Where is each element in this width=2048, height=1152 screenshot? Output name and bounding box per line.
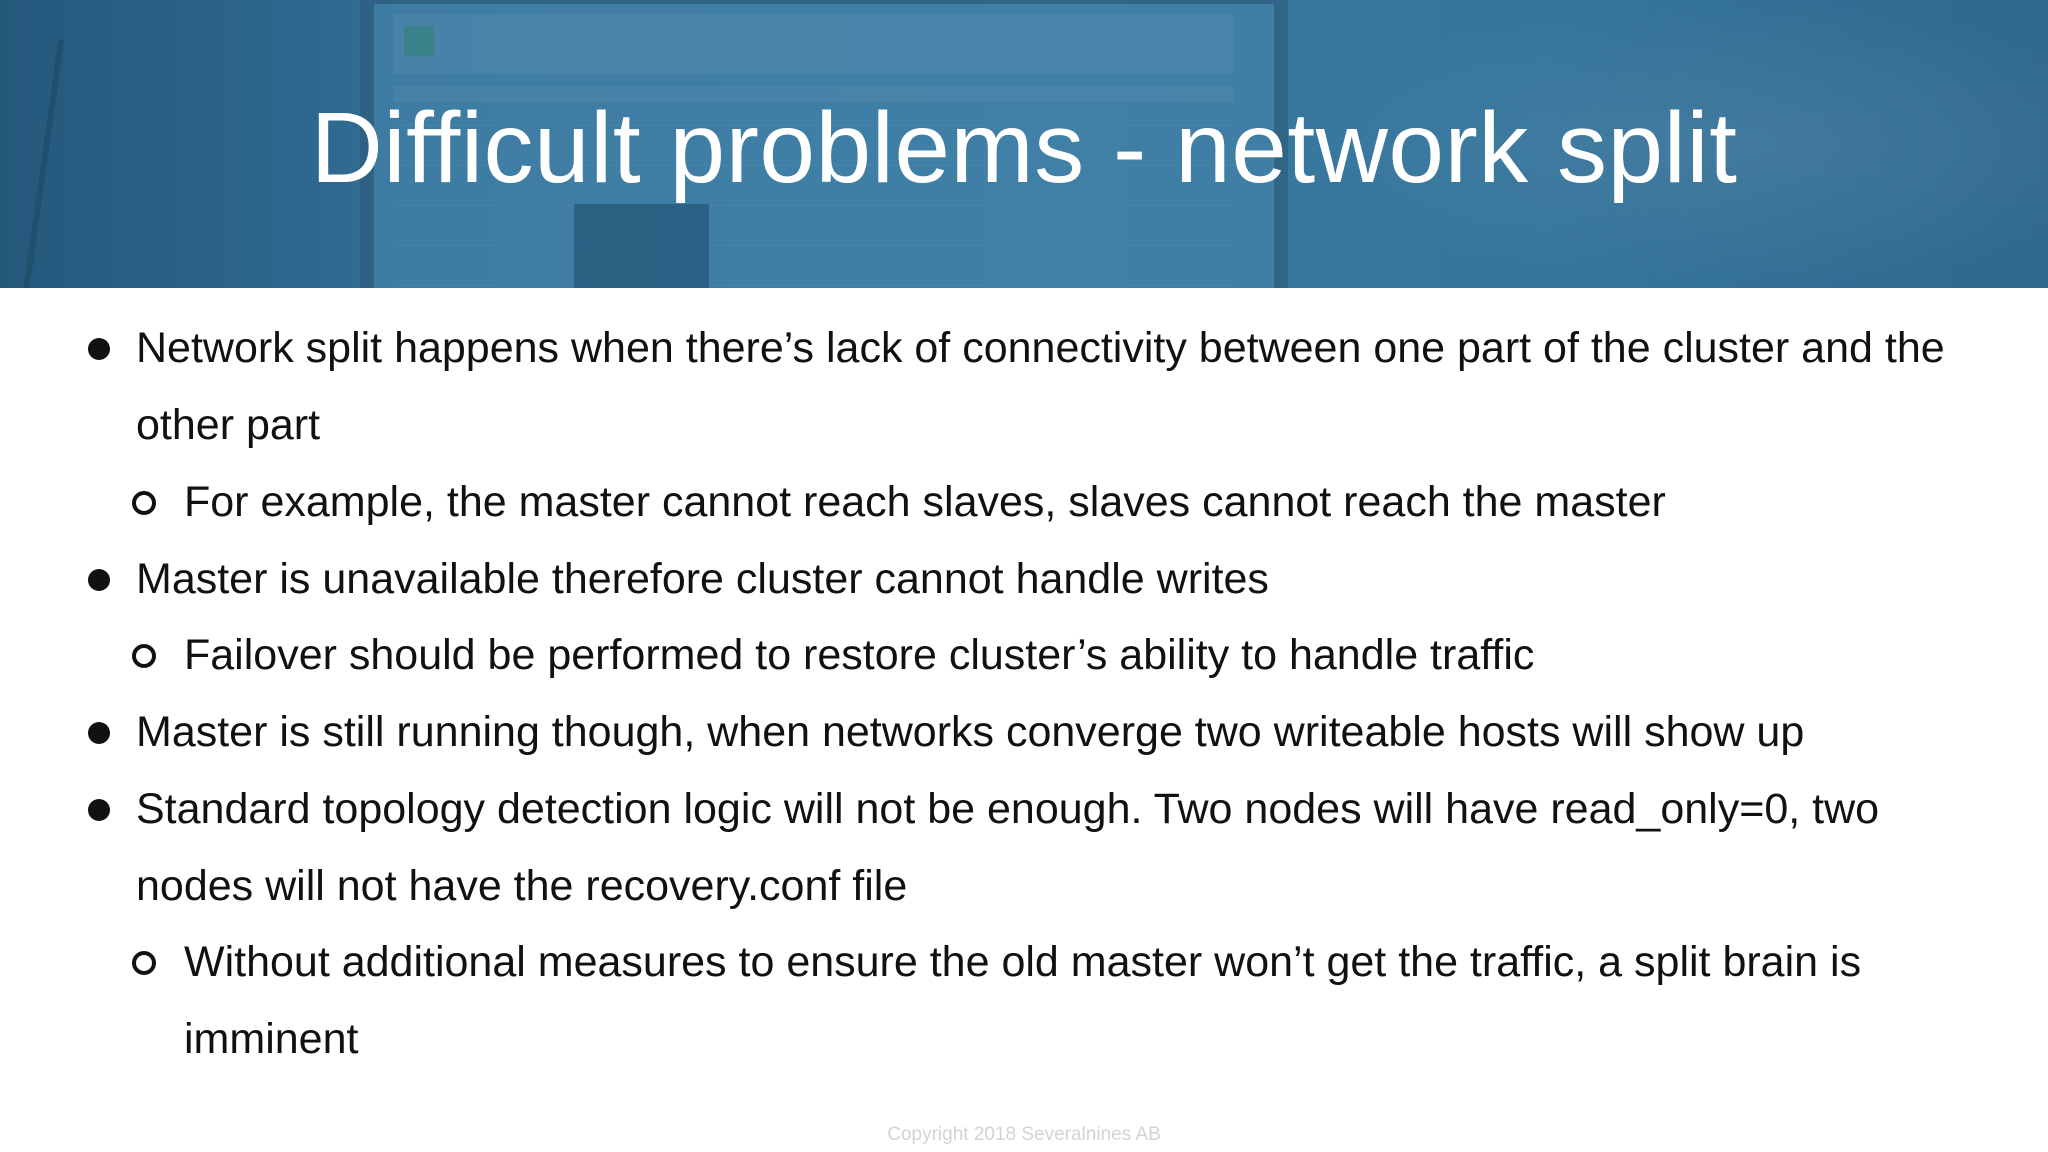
sub-bullet-item-1: For example, the master cannot reach sla… — [132, 464, 1974, 541]
sub-bullet-item-2: Failover should be performed to restore … — [132, 617, 1974, 694]
monitor-screen-tabbar — [394, 86, 1234, 102]
monitor-screen-header — [394, 14, 1234, 74]
header-banner: Difficult problems - network split — [0, 0, 2048, 288]
slide-title: Difficult problems - network split — [310, 92, 1738, 204]
banner-monitor-image — [360, 0, 1288, 288]
bullet-dot-icon — [88, 338, 110, 360]
bullet-text: Master is unavailable therefore cluster … — [136, 555, 1269, 603]
banner-shade-left — [0, 0, 420, 288]
sub-bullet-item-3: Without additional measures to ensure th… — [132, 924, 1974, 1077]
monitor-screen-chart — [394, 124, 1234, 288]
bullet-circle-icon — [132, 644, 156, 668]
bullet-item-3: Master is still running though, when net… — [88, 694, 1966, 771]
bullet-dot-icon — [88, 799, 110, 821]
banner-shade-right — [1288, 0, 2048, 288]
bullet-dot-icon — [88, 722, 110, 744]
bullet-item-4: Standard topology detection logic will n… — [88, 771, 1966, 924]
bullet-text: For example, the master cannot reach sla… — [184, 478, 1666, 526]
bullet-circle-icon — [132, 951, 156, 975]
copyright-footer: Copyright 2018 Severalnines AB — [887, 1124, 1161, 1145]
monitor-screen-badge — [404, 26, 434, 56]
banner-overlay — [0, 0, 2048, 288]
bullet-text: Network split happens when there’s lack … — [136, 324, 1945, 449]
bullet-text: Without additional measures to ensure th… — [184, 938, 1862, 1063]
bullet-item-2: Master is unavailable therefore cluster … — [88, 541, 1966, 618]
monitor-screen-tooltip — [574, 204, 709, 288]
bullet-item-1: Network split happens when there’s lack … — [88, 310, 1966, 463]
bullet-text: Master is still running though, when net… — [136, 708, 1805, 756]
bullet-dot-icon — [88, 569, 110, 591]
bullet-circle-icon — [132, 491, 156, 515]
bullet-text: Standard topology detection logic will n… — [136, 785, 1880, 910]
bullet-text: Failover should be performed to restore … — [184, 631, 1535, 679]
